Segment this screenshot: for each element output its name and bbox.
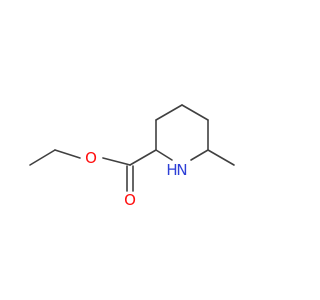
bond-ring-c6-methyl	[207, 149, 235, 166]
bond-ethyl-ch2-o	[54, 149, 81, 159]
carbonyl-oxygen-label: O	[124, 191, 136, 209]
bond-carbonyl-c-ring-c2	[129, 149, 157, 166]
molecule-structure: O O N H	[29, 104, 235, 209]
molecule-canvas: O O N H	[29, 104, 235, 209]
bond-ring-c4-c5	[181, 104, 209, 121]
ester-oxygen-label: O	[85, 149, 97, 167]
bond-o-carbonyl-c	[102, 157, 131, 166]
bond-ring-n-c2	[155, 149, 173, 161]
bond-ethyl-ch3-ch2	[29, 149, 56, 166]
bond-ring-c3-c4	[155, 104, 183, 121]
bond-ring-c6-n	[190, 149, 209, 161]
ring-nitrogen-hydrogen-label: H	[166, 161, 177, 179]
ring-nitrogen-label: N	[176, 161, 187, 179]
